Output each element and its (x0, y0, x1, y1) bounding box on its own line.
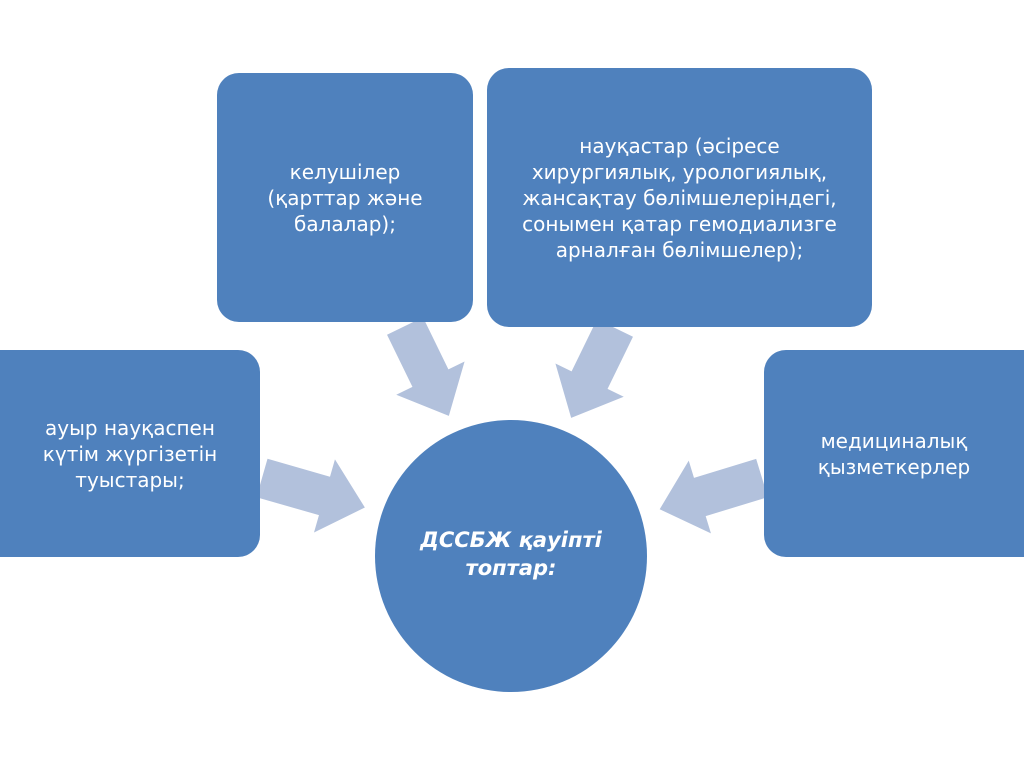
arrow-visitors-to-center (387, 317, 465, 416)
arrow-relatives-to-center (256, 458, 365, 533)
arrow-staff-to-center (659, 458, 768, 534)
node-relatives: ауыр науқаспен күтім жүргізетін туыстары… (0, 350, 260, 557)
center-node-label: ДССБЖ қауіпті топтар: (420, 527, 602, 580)
node-patients: науқастар (әсіресе хирургиялық, урология… (487, 68, 872, 327)
node-relatives-label: ауыр науқаспен күтім жүргізетін туыстары… (42, 415, 218, 492)
node-patients-label: науқастар (әсіресе хирургиялық, урология… (522, 133, 837, 262)
node-medical-staff: медициналық қызметкерлер (764, 350, 1024, 557)
node-visitors-label: келушілер (қарттар және балалар); (267, 159, 423, 236)
center-node: ДССБЖ қауіпті топтар: (375, 420, 647, 692)
arrow-patients-to-center (555, 319, 633, 418)
node-medical-staff-label: медициналық қызметкерлер (817, 428, 971, 479)
node-visitors: келушілер (қарттар және балалар); (217, 73, 473, 322)
